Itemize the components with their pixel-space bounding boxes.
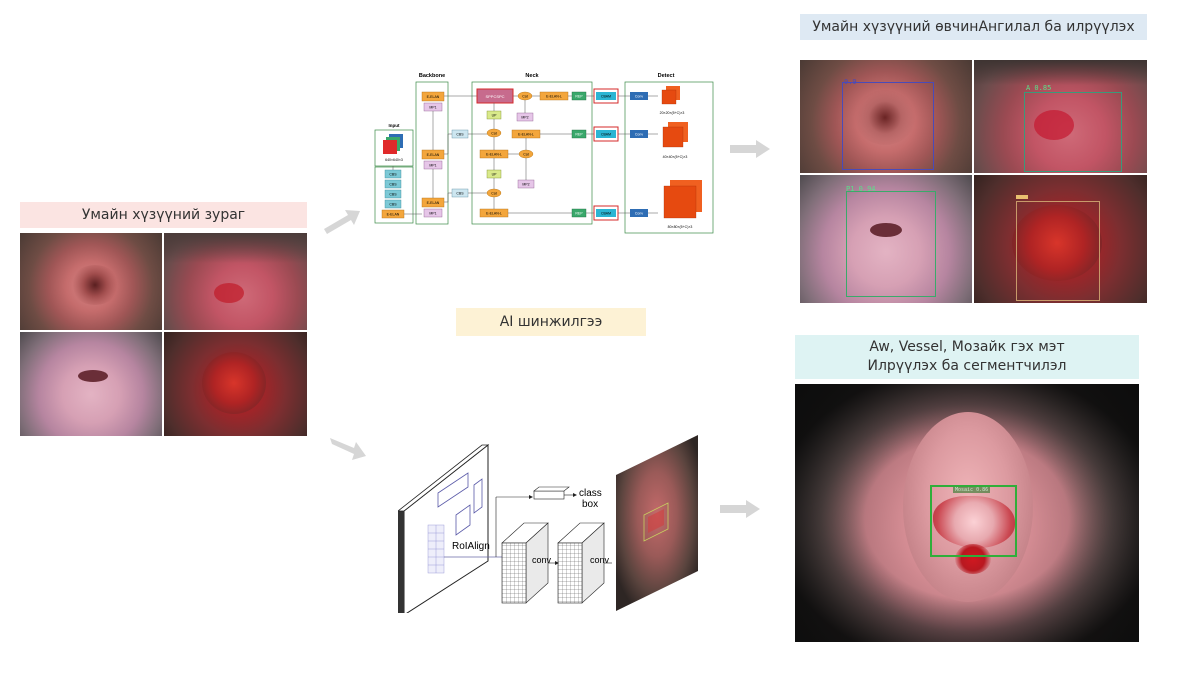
svg-text:Conv: Conv <box>635 133 643 137</box>
mask-output-photo <box>616 435 698 611</box>
segmentation-tag: Mosaic 0.86 <box>953 487 991 493</box>
arrow-to-mask <box>330 438 366 460</box>
detection-tag-2: A 0.85 <box>1026 84 1052 92</box>
svg-text:Conv: Conv <box>635 95 643 99</box>
input-photo-2 <box>164 233 307 330</box>
svg-text:E-ELAN: E-ELAN <box>427 153 440 157</box>
detection-box-2 <box>1024 92 1122 172</box>
detection-tag-4 <box>1016 195 1028 199</box>
segmentation-photo: Mosaic 0.86 <box>795 384 1139 642</box>
svg-text:E-ELAN: E-ELAN <box>387 213 400 217</box>
output-cubes: 20×20×(5+C)×3 40×40×(5+C)×3 80×80×(5+C)×… <box>660 86 702 229</box>
svg-text:20×20×(5+C)×3: 20×20×(5+C)×3 <box>660 111 685 115</box>
arrow-to-yolo <box>324 210 360 234</box>
svg-text:MP2: MP2 <box>521 116 528 120</box>
svg-text:CBAM: CBAM <box>601 133 611 137</box>
svg-text:Cat: Cat <box>491 132 496 136</box>
svg-text:MP1: MP1 <box>429 164 436 168</box>
segmentation-label: Aw, Vessel, Мозайк гэх мэт Илрүүлэх ба с… <box>795 335 1139 379</box>
input-dim: 640×640×3 <box>385 158 403 162</box>
svg-text:UP: UP <box>492 173 498 177</box>
cbam-conv-blocks: CBAM CBAM CBAM Conv Conv Conv <box>593 88 648 221</box>
classification-photo-3: P1 0.94 <box>800 175 972 303</box>
detect-panel <box>624 81 714 234</box>
segmentation-label-line1: Aw, Vessel, Мозайк гэх мэт <box>869 339 1065 355</box>
mask-rcnn-diagram: RoIAlign conv conv class box <box>398 435 698 613</box>
svg-text:Cat: Cat <box>491 192 496 196</box>
svg-text:REP: REP <box>575 133 583 137</box>
neck-blocks: SPPCSPC UP Cat E-ELAN-L UP Cat E-ELAN-L … <box>476 88 587 218</box>
classification-photo-2: A 0.85 <box>974 60 1147 173</box>
svg-text:MP1: MP1 <box>429 212 436 216</box>
classification-photo-1: 0.9 <box>800 60 972 173</box>
detection-box-4 <box>1016 201 1100 301</box>
input-title: Input <box>389 123 400 128</box>
detection-tag-3: P1 0.94 <box>846 185 876 193</box>
cbs-stack: CBS CBS CBS CBS E-ELAN <box>381 169 405 219</box>
svg-text:CBAM: CBAM <box>601 212 611 216</box>
segmentation-blood <box>955 544 991 574</box>
segmentation-box <box>930 485 1017 557</box>
classification-photo-4 <box>974 175 1147 303</box>
input-photo-4 <box>164 332 307 436</box>
roialign-label: RoIAlign <box>452 541 490 552</box>
detection-tag-1: 0.9 <box>844 78 857 86</box>
svg-text:80×80×(5+C)×3: 80×80×(5+C)×3 <box>668 225 693 229</box>
svg-text:CBS: CBS <box>389 203 397 207</box>
ai-analysis-label: AI шинжилгээ <box>456 308 646 336</box>
svg-text:MP2: MP2 <box>522 183 529 187</box>
svg-text:E-ELAN-L: E-ELAN-L <box>518 133 534 137</box>
svg-text:CBS: CBS <box>456 192 464 196</box>
svg-text:40×40×(5+C)×3: 40×40×(5+C)×3 <box>663 155 688 159</box>
svg-text:CBS: CBS <box>389 173 397 177</box>
detection-box-3 <box>846 191 936 297</box>
svg-text:Conv: Conv <box>635 212 643 216</box>
svg-text:MP1: MP1 <box>429 106 436 110</box>
conv-block-2: conv <box>557 522 610 604</box>
arrow-to-classification <box>730 140 770 158</box>
backbone-blocks: E-ELAN MP1 E-ELAN MP1 E-ELAN MP1 CBS CBS <box>421 91 469 218</box>
svg-text:SPPCSPC: SPPCSPC <box>485 94 504 99</box>
svg-text:E-ELAN-L: E-ELAN-L <box>546 95 562 99</box>
svg-text:REP: REP <box>575 95 583 99</box>
input-photo-3 <box>20 332 162 436</box>
svg-text:UP: UP <box>492 114 498 118</box>
input-images-label: Умайн хүзүүний зураг <box>20 202 307 228</box>
svg-text:conv: conv <box>590 555 610 565</box>
class-label: class <box>579 488 602 499</box>
box-label: box <box>582 499 598 510</box>
svg-text:Cat: Cat <box>523 153 528 157</box>
svg-text:conv: conv <box>532 555 552 565</box>
svg-text:CBS: CBS <box>389 183 397 187</box>
svg-text:CBAM: CBAM <box>601 95 611 99</box>
input-photo-1 <box>20 233 162 330</box>
classification-label: Умайн хүзүүний өвчинАнгилал ба илрүүлэх <box>800 14 1147 40</box>
neck-panel <box>471 81 593 225</box>
yolo-architecture-diagram: Backbone Neck Detect Input 640×640×3 CBS… <box>374 73 714 234</box>
svg-text:E-ELAN-L: E-ELAN-L <box>486 153 502 157</box>
segmentation-mask <box>933 496 1015 548</box>
svg-text:REP: REP <box>575 212 583 216</box>
segmentation-label-line2: Илрүүлэх ба сегментчилэл <box>867 358 1067 374</box>
svg-text:E-ELAN: E-ELAN <box>427 201 440 205</box>
svg-text:Cat: Cat <box>522 95 527 99</box>
backbone-panel-lower <box>374 166 414 224</box>
detect-title: Detect <box>658 73 675 79</box>
backbone-title: Backbone <box>419 73 445 79</box>
detection-box-1 <box>842 82 934 170</box>
fc-layer <box>533 490 565 500</box>
arrow-to-segmentation <box>720 500 760 518</box>
svg-text:E-ELAN: E-ELAN <box>427 95 440 99</box>
svg-text:E-ELAN-L: E-ELAN-L <box>486 212 502 216</box>
svg-text:CBS: CBS <box>456 133 464 137</box>
svg-text:CBS: CBS <box>389 193 397 197</box>
conv-block-1: conv <box>501 522 552 604</box>
input-panel <box>374 129 414 167</box>
neck-title: Neck <box>525 73 539 79</box>
